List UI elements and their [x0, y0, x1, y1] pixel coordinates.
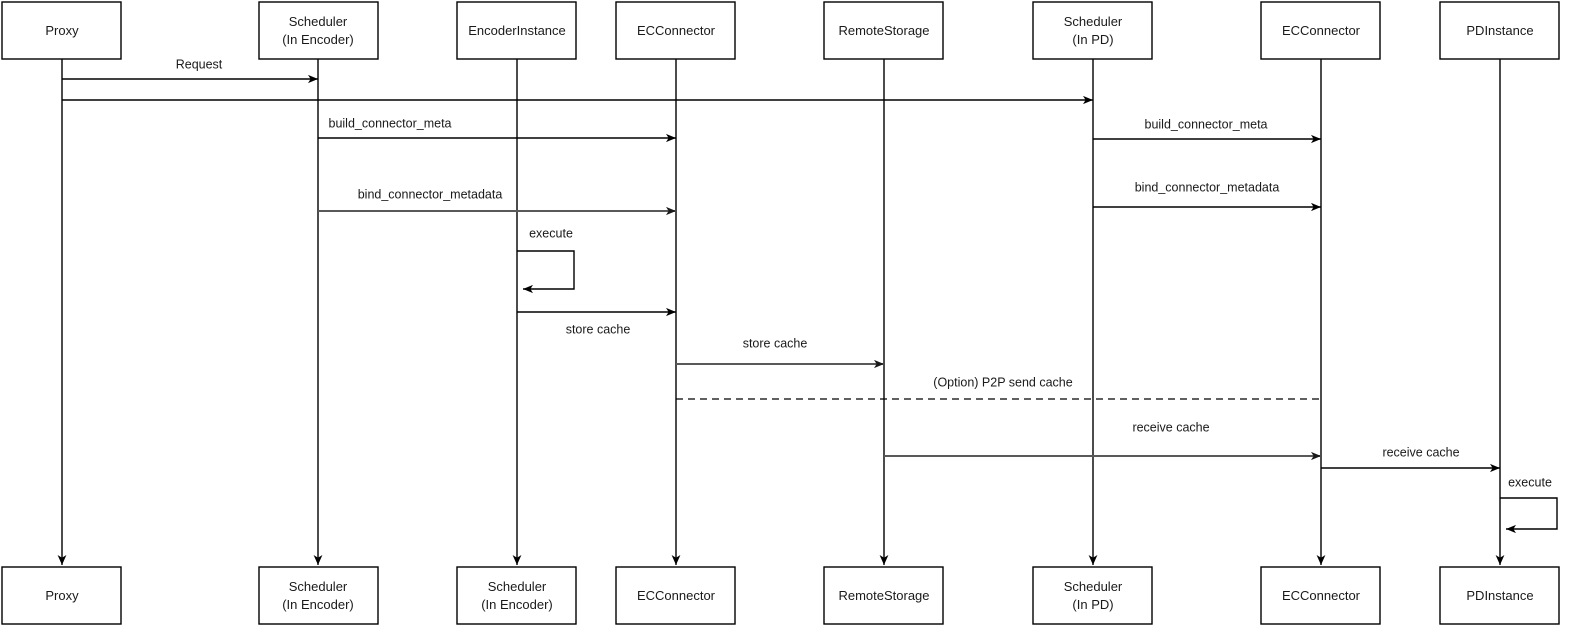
participant-name: Scheduler: [488, 579, 547, 594]
participant-name: PDInstance: [1466, 23, 1533, 38]
participant-box: [823, 566, 944, 625]
message-m5[interactable]: bind_connector_metadata: [318, 187, 676, 216]
participant-name: Scheduler: [289, 14, 348, 29]
participant-header-sched_pd[interactable]: Scheduler (In PD): [1032, 1, 1153, 60]
participant-box: [1032, 566, 1153, 625]
participant-header-remote_storage[interactable]: RemoteStorage: [823, 1, 944, 60]
participant-box: [615, 566, 736, 625]
self-message-label: execute: [1508, 475, 1552, 489]
participant-box: [1439, 566, 1560, 625]
participant-box: [1, 1, 122, 60]
footer-boxes-layer: Proxy Scheduler (In Encoder) Scheduler (In E…: [1, 566, 1560, 625]
participant-header-encoder_inst[interactable]: EncoderInstance: [456, 1, 577, 60]
self-message-label: execute: [529, 226, 573, 240]
message-m3[interactable]: build_connector_meta: [318, 116, 676, 143]
participant-subtitle: (In Encoder): [282, 32, 354, 47]
participant-box: [456, 1, 577, 60]
participant-name: ECConnector: [1282, 23, 1361, 38]
participant-name: PDInstance: [1466, 588, 1533, 603]
self-message-s2[interactable]: execute: [1500, 475, 1558, 534]
message-label: store cache: [743, 336, 808, 350]
participant-name: Proxy: [45, 23, 79, 38]
participant-header-ecconn_right[interactable]: ECConnector: [1260, 1, 1381, 60]
message-label: bind_connector_metadata: [1135, 180, 1280, 194]
message-label: store cache: [566, 322, 631, 336]
participant-name: ECConnector: [1282, 588, 1361, 603]
message-m4[interactable]: build_connector_meta: [1093, 117, 1321, 144]
participant-header-ecconn_left[interactable]: ECConnector: [615, 1, 736, 60]
message-m7[interactable]: store cache: [517, 307, 676, 336]
self-message-arrow: [1500, 497, 1558, 534]
message-label: build_connector_meta: [329, 116, 452, 130]
messages-layer: Request build_connector_meta build_connect…: [62, 57, 1500, 473]
participant-name: ECConnector: [637, 23, 716, 38]
message-m1[interactable]: Request: [62, 57, 318, 84]
self-message-arrow: [517, 250, 575, 294]
participant-name: EncoderInstance: [468, 23, 566, 38]
participant-name: Scheduler: [1064, 579, 1123, 594]
message-m8[interactable]: store cache: [676, 336, 884, 369]
message-m9[interactable]: (Option) P2P send cache: [676, 375, 1321, 400]
participant-subtitle: (In PD): [1072, 597, 1113, 612]
message-label: Request: [176, 57, 223, 71]
participant-subtitle: (In Encoder): [481, 597, 553, 612]
participant-header-sched_enc[interactable]: Scheduler (In Encoder): [258, 1, 379, 60]
participant-header-pd_instance[interactable]: PDInstance: [1439, 1, 1560, 60]
participant-name: Scheduler: [289, 579, 348, 594]
participant-box: [258, 1, 379, 60]
participant-subtitle: (In Encoder): [282, 597, 354, 612]
participant-box: [1, 566, 122, 625]
participant-subtitle: (In PD): [1072, 32, 1113, 47]
participant-footer-remote_storage[interactable]: RemoteStorage: [823, 566, 944, 625]
message-m11[interactable]: receive cache: [1321, 445, 1500, 473]
message-label: receive cache: [1382, 445, 1459, 459]
message-label: receive cache: [1132, 420, 1209, 434]
message-label: (Option) P2P send cache: [933, 375, 1072, 389]
header-boxes-layer: Proxy Scheduler (In Encoder) EncoderInstanc…: [1, 1, 1560, 60]
self-message-s1[interactable]: execute: [517, 226, 575, 294]
participant-footer-sched_pd[interactable]: Scheduler (In PD): [1032, 566, 1153, 625]
self-messages-layer: execute execute: [517, 226, 1558, 534]
participant-box: [258, 566, 379, 625]
participant-box: [615, 1, 736, 60]
participant-name: ECConnector: [637, 588, 716, 603]
participant-box: [456, 566, 577, 625]
participant-footer-pd_instance[interactable]: PDInstance: [1439, 566, 1560, 625]
participant-name: RemoteStorage: [838, 23, 929, 38]
participant-footer-sched_enc_2[interactable]: Scheduler (In Encoder): [456, 566, 577, 625]
participant-box: [1260, 1, 1381, 60]
participant-name: Scheduler: [1064, 14, 1123, 29]
participant-footer-proxy[interactable]: Proxy: [1, 566, 122, 625]
participant-footer-sched_enc[interactable]: Scheduler (In Encoder): [258, 566, 379, 625]
participant-footer-ecconn_left[interactable]: ECConnector: [615, 566, 736, 625]
participant-name: Proxy: [45, 588, 79, 603]
participant-header-proxy[interactable]: Proxy: [1, 1, 122, 60]
participant-box: [1032, 1, 1153, 60]
message-m6[interactable]: bind_connector_metadata: [1093, 180, 1321, 212]
lifelines-layer: [57, 59, 1505, 565]
message-label: build_connector_meta: [1145, 117, 1268, 131]
message-label: bind_connector_metadata: [358, 187, 503, 201]
participant-box: [823, 1, 944, 60]
participant-box: [1260, 566, 1381, 625]
message-m10[interactable]: receive cache: [884, 420, 1321, 461]
participant-footer-ecconn_right[interactable]: ECConnector: [1260, 566, 1381, 625]
participant-box: [1439, 1, 1560, 60]
participant-name: RemoteStorage: [838, 588, 929, 603]
